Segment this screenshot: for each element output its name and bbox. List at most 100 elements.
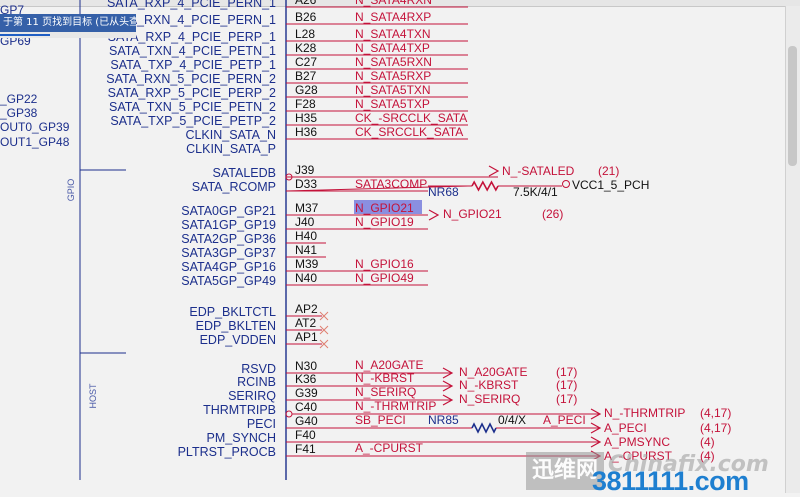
- left-net-label: OUT0_GP39: [0, 120, 70, 134]
- section-label-gpio: GPIO: [66, 179, 76, 202]
- pin-ball: AP2: [295, 302, 318, 316]
- net-label: N_SATA5TXP: [355, 97, 430, 111]
- section-label-host: HOST: [88, 383, 98, 409]
- pin-ball: F28: [295, 97, 316, 111]
- resistor-ref: NR68: [428, 185, 459, 199]
- pin-name: SATA_RXP_5_PCIE_PERP_2: [108, 86, 276, 100]
- left-net-label: GP7: [0, 3, 24, 17]
- net-label: CK_-SRCCLK_SATA: [355, 111, 467, 125]
- offpage-arrow: [442, 380, 454, 392]
- pin-ball: N41: [295, 243, 317, 257]
- pin-ball: M37: [295, 201, 319, 215]
- resistor-value: 7.5K/4/1: [513, 185, 558, 199]
- watermark-cn: 迅维网: [526, 452, 604, 490]
- pin-ball: H35: [295, 111, 317, 125]
- watermark: 迅维网 Chinafix.com 3811111.com: [526, 452, 786, 496]
- pin-name: SATA_RXP_4_PCIE_PERP_1: [108, 30, 276, 44]
- offpage-pmsync: A_PMSYNC: [604, 435, 670, 449]
- net-label: N_SATA5TXN: [355, 83, 431, 97]
- pin-bubble: [285, 410, 293, 418]
- offpage-cpurst-ref: (4): [700, 449, 715, 463]
- offpage-peci-ref: (4,17): [700, 421, 731, 435]
- net-label: N_SATA4RXN: [355, 0, 432, 7]
- vertical-scrollbar[interactable]: [785, 6, 800, 493]
- pin-ball: C27: [295, 55, 317, 69]
- resistor-ref: NR85: [428, 413, 459, 427]
- offpage-cpurst: A_-CPURST: [604, 449, 673, 463]
- pin-ball: G28: [295, 83, 318, 97]
- pin-name: SATA0GP_GP21: [181, 204, 276, 218]
- pin-ball: G39: [295, 386, 318, 400]
- net-label: N_GPIO21: [355, 201, 414, 215]
- offpage-thrmtrip: N_-THRMTRIP: [604, 406, 685, 420]
- offpage-arrow: [590, 436, 602, 448]
- net-label: N_SATA5RXN: [355, 55, 432, 69]
- pin-name: SATA_TXN_4_PCIE_PETN_1: [109, 44, 276, 58]
- pin-ball: F41: [295, 442, 316, 456]
- net-label: N_GPIO19: [355, 215, 414, 229]
- watermark-number: 3811111.com: [592, 466, 749, 496]
- pin-ball: F40: [295, 428, 316, 442]
- net-label: N_GPIO16: [355, 257, 414, 271]
- offpage-arrow: [590, 422, 602, 434]
- no-connect-mark: [319, 339, 329, 349]
- pin-ball: B26: [295, 10, 317, 24]
- search-highlight: [354, 200, 422, 214]
- pin-name: SATA_TXP_5_PCIE_PETP_2: [110, 114, 276, 128]
- net-label: N_SERIRQ: [355, 385, 416, 399]
- offpage-ref: (17): [556, 392, 577, 406]
- pin-ball: N30: [295, 359, 317, 373]
- pin-ball: H40: [295, 229, 317, 243]
- net-label: N_-THRMTRIP: [355, 399, 436, 413]
- pin-ball: B27: [295, 69, 317, 83]
- pin-ball: AT2: [295, 316, 316, 330]
- resistor-symbol: [471, 180, 499, 192]
- pin-name: PECI: [247, 417, 276, 431]
- net-label: N_-KBRST: [355, 371, 415, 385]
- offpage-ref: (17): [556, 378, 577, 392]
- offpage-peci: A_PECI: [604, 421, 647, 435]
- offpage-arrow: [428, 209, 440, 221]
- pin-ball: J40: [295, 215, 315, 229]
- offpage-ref: (17): [556, 365, 577, 379]
- pin-name: EDP_VDDEN: [200, 333, 276, 347]
- net-label: SB_PECI: [355, 413, 406, 427]
- net-label: N_SATA4TXP: [355, 41, 430, 55]
- offpage-arrow: [590, 408, 602, 420]
- pin-name: EDP_BKLTCTL: [189, 305, 276, 319]
- net-label: CK_SRCCLK_SATA: [355, 125, 463, 139]
- pin-name: PLTRST_PROCB: [178, 445, 276, 459]
- pin-ball: C40: [295, 400, 317, 414]
- offpage-thrmtrip-ref: (4,17): [700, 406, 731, 420]
- offpage-arrow: [442, 394, 454, 406]
- net-label: N_SATA4TXN: [355, 27, 431, 41]
- pin-ball: A26: [295, 0, 317, 7]
- pin-ball: D33: [295, 177, 317, 191]
- power-rail-label: VCC1_5_PCH: [572, 178, 649, 192]
- resistor-net: A_PECI: [543, 413, 586, 427]
- offpage-gpio21-ref: (26): [542, 207, 563, 221]
- offpage-arrow: [488, 165, 500, 177]
- pin-name: SATA_TXP_4_PCIE_PETP_1: [110, 58, 276, 72]
- pin-name: SATA_TXN_5_PCIE_PETN_2: [109, 100, 276, 114]
- find-progress-bar: [0, 32, 136, 38]
- net-label: N_SATA4RXP: [355, 10, 431, 24]
- offpage-label: N_SERIRQ: [459, 392, 520, 406]
- net-label: A_-CPURST: [355, 441, 424, 455]
- pin-name: EDP_BKLTEN: [196, 319, 276, 333]
- pin-name: SATA2GP_GP36: [181, 232, 276, 246]
- pin-name: SATA5GP_GP49: [181, 274, 276, 288]
- pin-ball: H36: [295, 125, 317, 139]
- rcomp-wire: [285, 185, 469, 192]
- resistor-value: 0/4/X: [498, 413, 526, 427]
- resistor-symbol: [471, 422, 497, 434]
- pin-name: SATALEDB: [213, 166, 276, 180]
- pin-name: CLKIN_SATA_N: [185, 128, 276, 142]
- pin-name: THRMTRIPB: [203, 403, 276, 417]
- scrollbar-thumb[interactable]: [788, 46, 797, 166]
- pin-name: SATA_RCOMP: [192, 180, 276, 194]
- left-net-label: _GP22: [0, 92, 38, 106]
- pin-name: SATA1GP_GP19: [181, 218, 276, 232]
- pin-name: SATA_RXN_4_PCIE_PERN_1: [106, 13, 276, 27]
